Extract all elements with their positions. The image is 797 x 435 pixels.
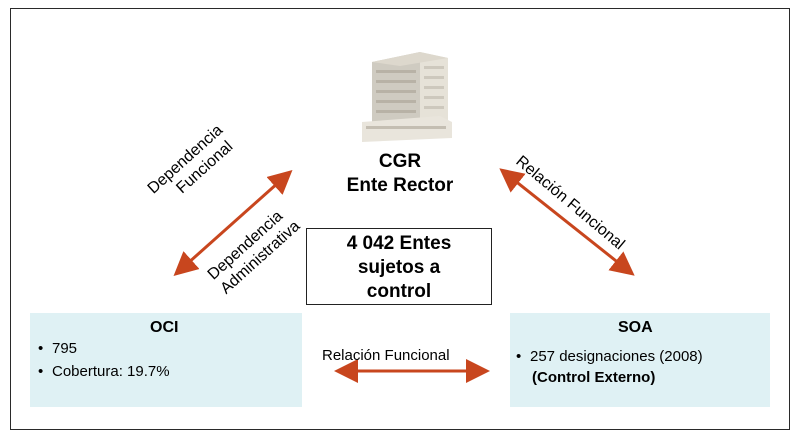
soa-box: SOA 257 designaciones (2008) (Control Ex… (510, 313, 770, 407)
diagram-frame (10, 8, 790, 430)
cgr-line2: Ente Rector (346, 175, 454, 196)
soa-item: 257 designaciones (2008) (516, 345, 703, 368)
oci-item-count: 795 (38, 337, 170, 360)
arrow-relacion-right (499, 168, 635, 276)
cgr-line1: CGR (378, 151, 422, 172)
soa-note: (Control Externo) (532, 369, 656, 386)
entes-line2: sujetos a (357, 257, 441, 278)
arrow-dependencia (173, 170, 293, 276)
entes-box: 4 042 Entes sujetos a control (306, 228, 492, 305)
cgr-title: CGR Ente Rector (320, 150, 480, 198)
entes-line1: 4 042 Entes (346, 233, 452, 254)
soa-list: 257 designaciones (2008) (516, 345, 703, 368)
oci-list: 795 Cobertura: 19.7% (38, 337, 170, 383)
entes-line3: control (366, 281, 432, 302)
relacion-funcional-bottom: Relación Funcional (322, 347, 450, 364)
soa-title: SOA (618, 319, 653, 336)
oci-box: OCI 795 Cobertura: 19.7% (30, 313, 302, 407)
oci-item-cobertura: Cobertura: 19.7% (38, 360, 170, 383)
oci-title: OCI (150, 319, 179, 336)
building-icon (362, 52, 452, 142)
